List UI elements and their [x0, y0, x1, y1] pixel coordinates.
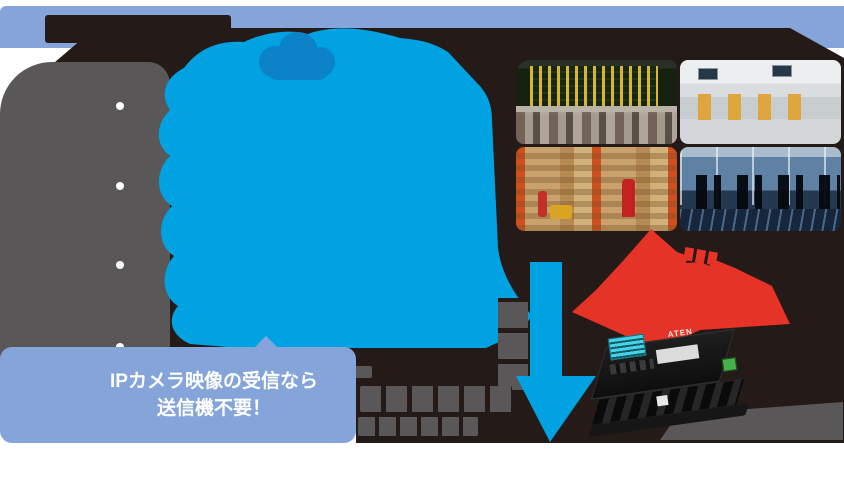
bubble-line-2: 送信機不要！ [156, 398, 271, 419]
source-bullet-3 [116, 261, 124, 269]
terminal-block-connector [721, 357, 738, 372]
usb-port-icon [656, 394, 669, 407]
photo-crowd-detail [516, 112, 677, 144]
speech-bubble [0, 347, 356, 443]
speech-bubble-tail [254, 336, 278, 348]
source-list-box [0, 62, 170, 378]
obscured-caption-silhouette [358, 417, 478, 436]
source-bullet-1 [116, 102, 124, 110]
photo-window-silhouettes [680, 147, 841, 231]
source-bullet-2 [116, 182, 124, 190]
worker-figure-detail [622, 179, 635, 217]
ceiling-screen-detail [772, 65, 792, 77]
bubble-line-1: IPカメラ映像の受信なら [110, 371, 318, 392]
photo-warehouse [516, 147, 677, 231]
obscured-text-silhouette [498, 298, 528, 390]
receiver-device: ATEN [581, 313, 765, 446]
people-silhouettes-detail [680, 175, 840, 209]
photo-departure-board [516, 60, 677, 144]
photo-airport-terminal [680, 60, 841, 144]
obscured-title-silhouette [45, 15, 231, 43]
forklift-detail [550, 205, 572, 219]
lan-cloud-shape [158, 28, 532, 348]
worker-figure-detail [538, 191, 547, 217]
obscured-caption-silhouette [360, 386, 512, 412]
ceiling-screen-detail [698, 68, 718, 80]
speech-bubble-text: IPカメラ映像の受信なら 送信機不要！ [72, 347, 356, 443]
inner-cloud-icon [259, 32, 335, 80]
